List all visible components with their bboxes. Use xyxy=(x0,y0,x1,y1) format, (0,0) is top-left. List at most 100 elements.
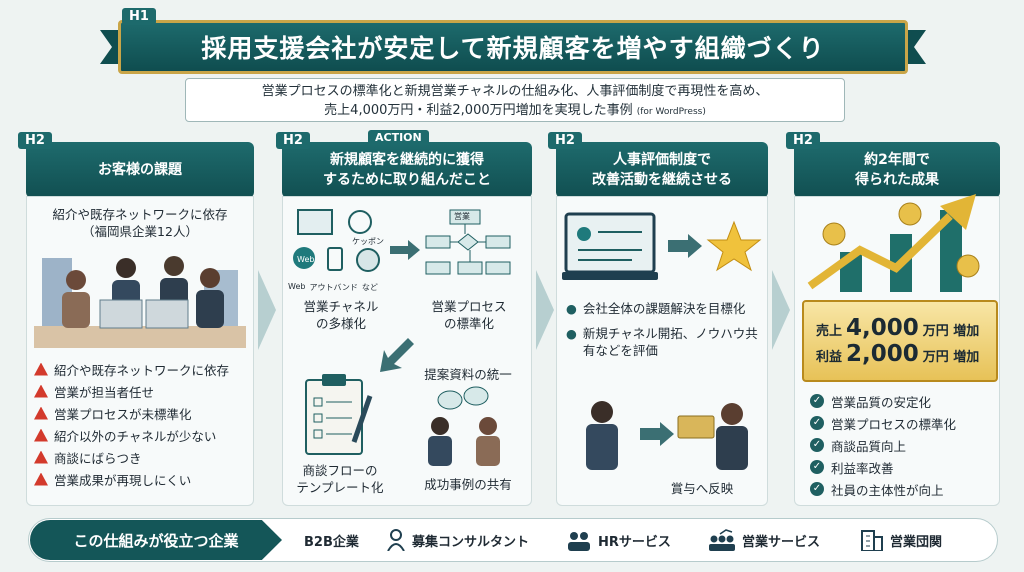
check-icon: ✓ xyxy=(810,460,824,474)
column-arrow xyxy=(772,270,790,350)
result-item: ✓ 社員の主体性が向上 xyxy=(810,478,996,500)
h2-badge-4: H2 xyxy=(786,132,820,149)
warning-icon xyxy=(34,472,48,486)
page-title: 採用支援会社が安定して新規顧客を増やす組織づくり xyxy=(201,34,825,63)
sales-suffix: 万円 増加 xyxy=(922,324,980,339)
etc-label: など xyxy=(361,283,378,292)
channel-caption: Web アウトバンド など xyxy=(288,282,398,293)
col1-intro-line2: （福岡県企業12人） xyxy=(82,224,198,239)
sales-value: 4,000 xyxy=(846,315,919,341)
col2-heading-line2: するために取り組んだこと xyxy=(323,172,491,188)
check-icon: ✓ xyxy=(810,438,824,452)
issue-text: 営業成果が再現しにくい xyxy=(54,472,192,488)
channel-label: 営業チャネル の多様化 xyxy=(286,298,396,332)
h2-badge-1: H2 xyxy=(18,132,52,149)
warning-icon xyxy=(34,406,48,420)
result-item: ✓ 利益率改善 xyxy=(810,456,996,478)
profit-prefix: 利益 xyxy=(816,350,843,365)
sales-increase: 売上 4,000 万円 増加 xyxy=(816,315,996,341)
web-label: Web xyxy=(288,282,306,291)
flowchart-icon xyxy=(425,209,511,275)
col4-heading: 約2年間で得られた成果 xyxy=(794,142,1000,198)
evaluation-point: ●新規チャネル開拓、ノウハウ共有などを評価 xyxy=(566,325,762,359)
issue-text: 営業プロセスが未標準化 xyxy=(54,406,192,422)
result-text: 利益率改善 xyxy=(831,460,894,476)
col2-heading: 新規顧客を継続的に獲得するために取り組んだこと xyxy=(282,142,532,198)
arrow-down-left-icon xyxy=(380,338,414,372)
result-text: 商談品質向上 xyxy=(831,438,907,454)
result-text: 営業品質の安定化 xyxy=(831,394,932,410)
channel-icons xyxy=(293,209,380,272)
bonus-label: 賞与へ反映 xyxy=(670,481,734,496)
growth-chart-illustration xyxy=(807,194,980,292)
clipboard-icon xyxy=(305,374,373,455)
h2-badge-2: H2 xyxy=(276,132,310,149)
target-item-label: 営業サービス xyxy=(742,534,821,550)
result-item: ✓営業プロセスの標準化 xyxy=(810,412,996,434)
evaluation-point-text: 新規チャネル開拓、ノウハウ共有などを評価 xyxy=(582,326,758,358)
col4-heading-line1: 約2年間で xyxy=(864,152,930,168)
arrow-right-icon xyxy=(390,240,420,260)
target-companies-title-text: この仕組みが役立つ企業 xyxy=(73,531,239,550)
keppon-label: ケッポン xyxy=(352,237,384,246)
template-line2: テンプレート化 xyxy=(296,480,384,495)
col1-heading: お客様の課題 xyxy=(26,142,254,198)
result-item: ✓ 商談品質向上 xyxy=(810,434,996,456)
materials-label: 提案資料の統一 xyxy=(424,367,512,382)
outbound-label: アウトバンド xyxy=(309,283,358,292)
evaluation-illustration xyxy=(562,212,762,280)
warning-icon xyxy=(34,384,48,398)
building-icon xyxy=(861,530,883,551)
profit-suffix: 万円 増加 xyxy=(922,350,980,365)
team-illustration xyxy=(34,256,246,348)
template-label: 商談フローの テンプレート化 xyxy=(280,462,400,496)
hr-people-icon xyxy=(568,532,590,551)
issue-text: 紹介や既存ネットワークに依存 xyxy=(54,362,230,378)
channel-line2: の多様化 xyxy=(315,316,366,331)
target-item-label: 募集コンサルタント xyxy=(412,534,530,550)
flow-label: 営業 xyxy=(454,212,470,221)
sales-team-icon xyxy=(709,529,735,551)
col2-heading-line1: 新規顧客を継続的に獲得 xyxy=(330,152,484,168)
subtitle-note: (for WordPress) xyxy=(636,107,706,117)
target-item-sales: 営業サービス xyxy=(708,528,820,552)
issue-text: 営業が担当者任せ xyxy=(54,384,155,400)
check-icon: ✓ xyxy=(810,394,824,408)
subtitle-line2: 売上4,000万円・利益2,000万円増加を実現した事例 xyxy=(324,103,633,118)
issue-item: 商談にばらつき xyxy=(34,446,254,468)
bonus-illustration xyxy=(586,401,748,470)
column-arrow xyxy=(258,270,276,350)
col3-heading-line2: 改善活動を継続させる xyxy=(592,172,732,188)
meeting-illustration xyxy=(428,386,500,466)
process-line2: の標準化 xyxy=(443,316,494,331)
col1-body xyxy=(26,196,254,506)
evaluation-point: ●会社全体の課題解決を目標化 xyxy=(566,301,746,316)
warning-icon xyxy=(34,362,48,376)
issue-item: 営業が担当者任せ xyxy=(34,380,254,402)
process-label: 営業プロセス の標準化 xyxy=(414,298,524,332)
profit-increase: 利益 2,000 万円 増加 xyxy=(816,341,996,367)
col1-intro-line1: 紹介や既存ネットワークに依存 xyxy=(52,207,228,222)
target-item-b2b: B2B企業 xyxy=(304,528,359,552)
subtitle-line1: 営業プロセスの標準化と新規営業チャネルの仕組み化、人事評価制度で再現性を高め、 xyxy=(261,84,769,99)
target-item-hr: HRサービス xyxy=(566,528,671,552)
result-list: ✓ 営業品質の安定化 ✓営業プロセスの標準化 ✓ 商談品質向上 ✓ 利益率改善 ✓ 社員… xyxy=(810,390,996,500)
subtitle: 営業プロセスの標準化と新規営業チャネルの仕組み化、人事評価制度で再現性を高め、 … xyxy=(185,78,845,122)
evaluation-point-text: 会社全体の課題解決を目標化 xyxy=(582,301,746,316)
action-tag: ACTION xyxy=(368,130,429,145)
issue-text: 紹介以外のチャネルが少ない xyxy=(54,428,217,444)
channel-line1: 営業チャネル xyxy=(303,299,379,314)
profit-value: 2,000 xyxy=(846,341,919,367)
h2-badge-3: H2 xyxy=(548,132,582,149)
column-arrow xyxy=(536,270,554,350)
result-text: 営業プロセスの標準化 xyxy=(831,416,957,432)
result-text: 社員の主体性が向上 xyxy=(831,482,944,498)
target-item-label: HRサービス xyxy=(598,534,671,550)
title-box: 採用支援会社が安定して新規顧客を増やす組織づくり xyxy=(118,20,908,74)
process-line1: 営業プロセス xyxy=(431,299,507,314)
result-item: ✓ 営業品質の安定化 xyxy=(810,390,996,412)
target-item-recruit: 募集コンサルタント xyxy=(386,528,529,552)
title-banner: 採用支援会社が安定して新規顧客を増やす組織づくり H1 xyxy=(100,8,926,74)
issue-item: 営業プロセスが未標準化 xyxy=(34,402,254,424)
check-icon: ✓ xyxy=(810,482,824,496)
